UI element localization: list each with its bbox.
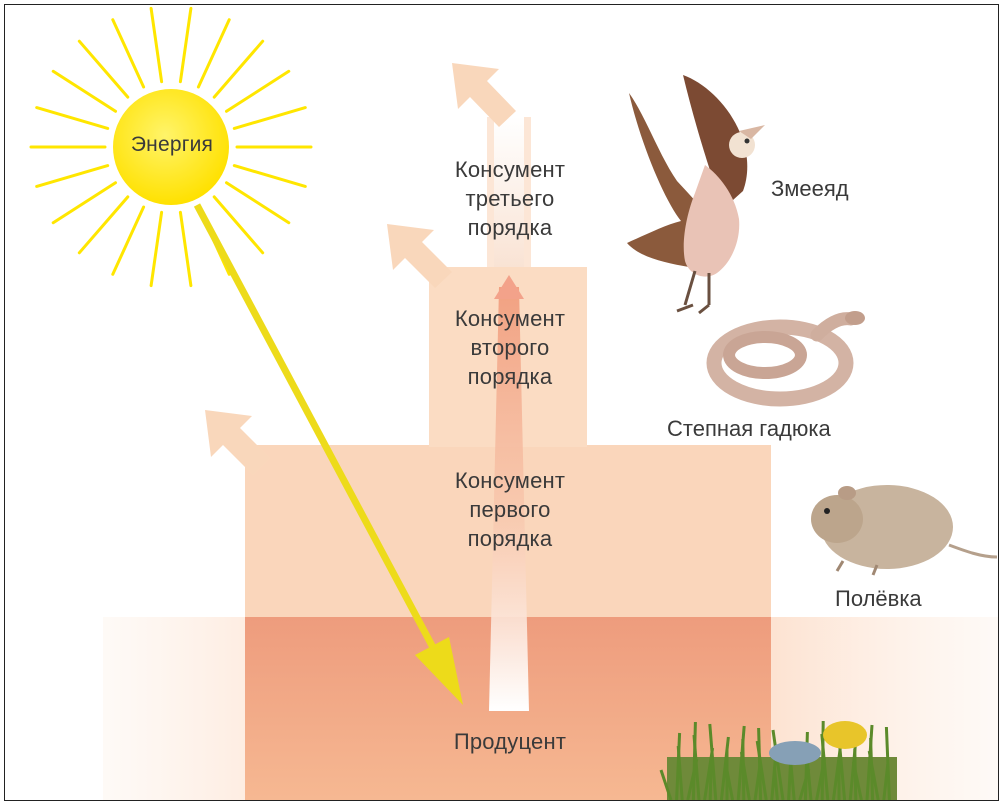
snake-icon xyxy=(714,311,865,399)
producer-label: Продуцент xyxy=(415,727,605,756)
consumer1-line1: Консумент xyxy=(415,466,605,495)
consumer3-line3: порядка xyxy=(415,213,605,242)
consumer1-label: Консумент первого порядка xyxy=(415,466,605,553)
consumer1-line3: порядка xyxy=(415,524,605,553)
eagle-icon xyxy=(627,75,765,313)
consumer2-line1: Консумент xyxy=(415,304,605,333)
consumer1-line2: первого xyxy=(415,495,605,524)
vole-label: Полёвка xyxy=(835,585,922,613)
consumer3-line2: третьего xyxy=(415,184,605,213)
consumer3-line1: Консумент xyxy=(415,155,605,184)
diagram-frame: Энергия Консумент третьего порядка Консу… xyxy=(4,4,999,801)
eagle-label: Змееяд xyxy=(771,175,849,203)
consumer2-line2: второго xyxy=(415,333,605,362)
vole-icon xyxy=(811,485,997,575)
sun-label: Энергия xyxy=(115,130,229,159)
consumer2-label: Консумент второго порядка xyxy=(415,304,605,391)
consumer2-line3: порядка xyxy=(415,362,605,391)
energy-pyramid-diagram xyxy=(5,5,998,800)
snake-label: Степная гадюка xyxy=(667,415,831,443)
consumer3-label: Консумент третьего порядка xyxy=(415,155,605,242)
